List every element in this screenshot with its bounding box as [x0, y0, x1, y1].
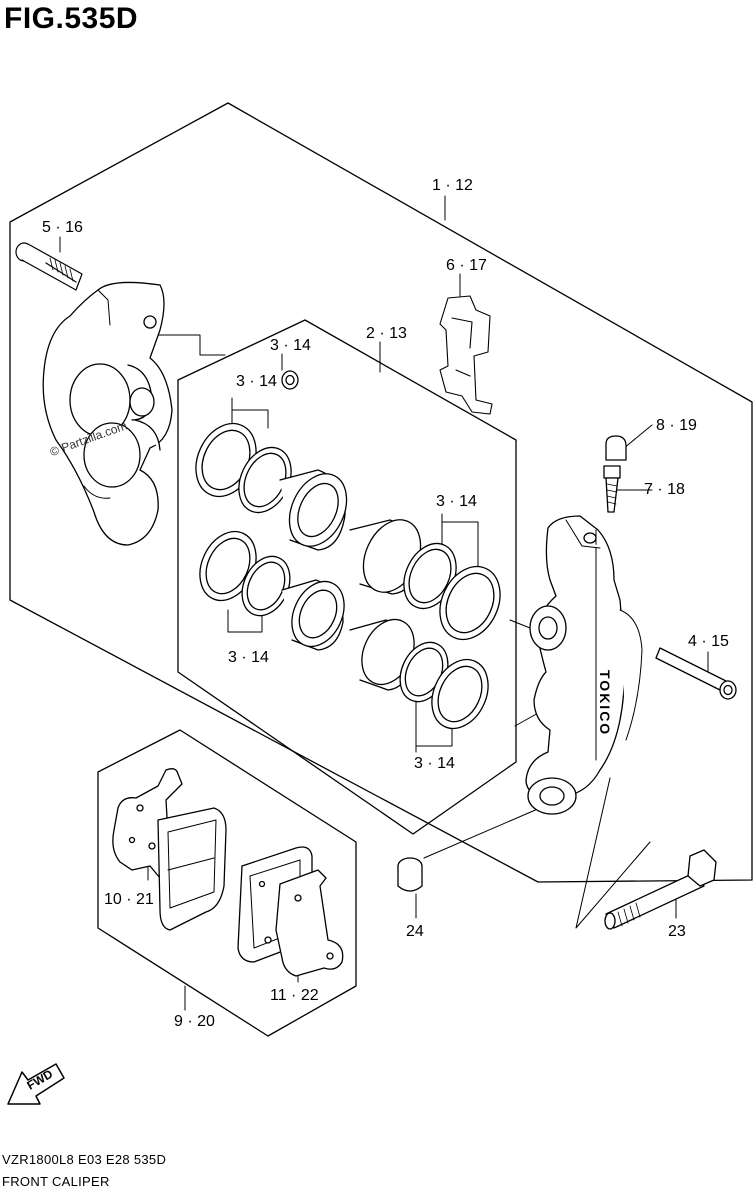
callout-10-21: 10 · 21 — [104, 891, 154, 908]
callout-6-17: 6 · 17 — [446, 257, 487, 274]
callout-3-14-seal-right: 3 · 14 — [436, 493, 477, 510]
callout-3-14-seal-top: 3 · 14 — [236, 373, 277, 390]
brake-pad-right — [237, 846, 344, 977]
bleeder-valve — [603, 435, 627, 513]
callout-1-12: 1 · 12 — [432, 177, 473, 194]
caliper-pin — [655, 647, 737, 700]
piston-group-frame — [177, 319, 517, 835]
figure-title: FIG.535D — [4, 2, 139, 35]
callout-3-14-seal-bottom: 3 · 14 — [414, 755, 455, 772]
bolt-23 — [604, 849, 717, 930]
assembly-frame — [9, 102, 753, 883]
right-caliper-body — [525, 515, 643, 815]
callout-11-22: 11 · 22 — [270, 987, 319, 1004]
pad-spring — [439, 295, 493, 415]
callout-9-20: 9 · 20 — [174, 1013, 215, 1030]
brake-pad-left — [112, 768, 227, 931]
fwd-arrow-icon — [7, 1063, 65, 1105]
callout-5-16: 5 · 16 — [42, 219, 83, 236]
callout-3-14-washer: 3 · 14 — [270, 337, 311, 354]
left-caliper-half — [42, 281, 173, 546]
callout-4-15: 4 · 15 — [688, 633, 729, 650]
callout-24: 24 — [406, 923, 424, 940]
callout-2-13: 2 · 13 — [366, 325, 407, 342]
callout-3-14-seal-left: 3 · 14 — [228, 649, 269, 666]
sleeve — [397, 857, 423, 892]
callout-8-19: 8 · 19 — [656, 417, 697, 434]
callout-7-18: 7 · 18 — [644, 481, 685, 498]
washer — [281, 370, 299, 390]
pad-set-frame — [97, 729, 357, 1037]
model-code: VZR1800L8 E03 E28 535D — [2, 1152, 167, 1167]
callout-23: 23 — [668, 923, 686, 940]
caliper-brand: TOKICO — [597, 670, 613, 736]
seals-and-pistons — [195, 422, 501, 730]
diagram-caption: FRONT CALIPER — [2, 1174, 110, 1189]
bolt-5 — [15, 242, 83, 291]
